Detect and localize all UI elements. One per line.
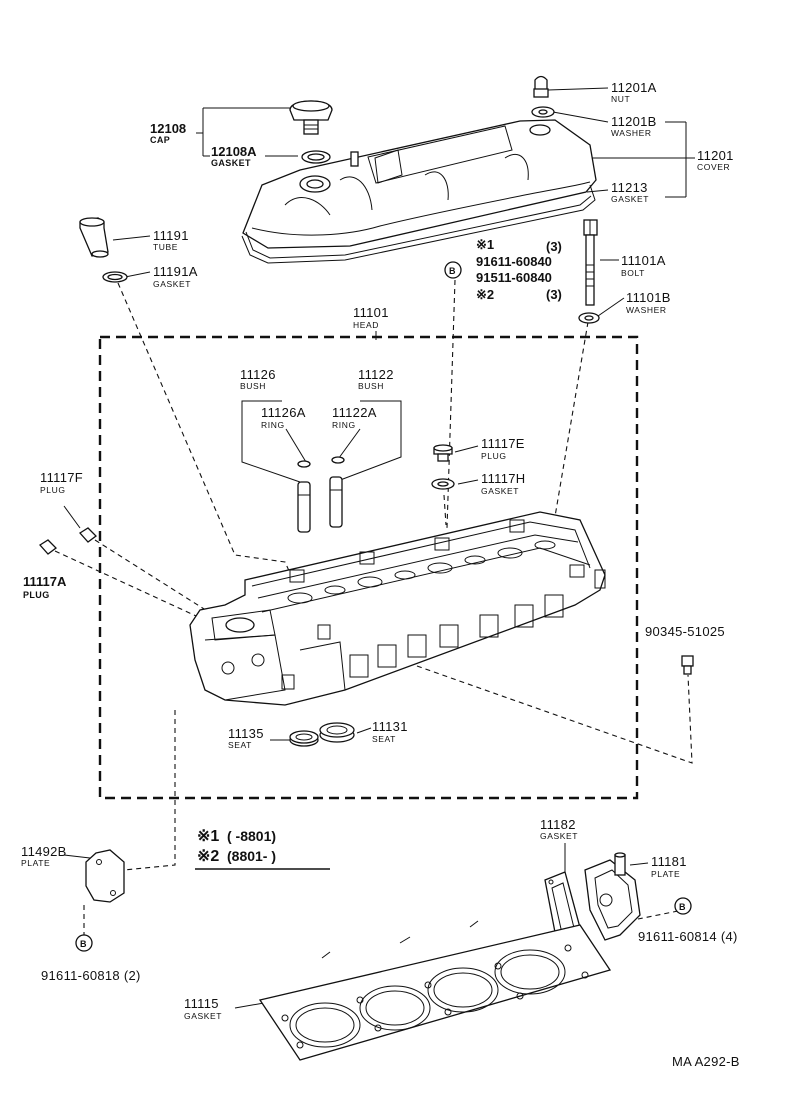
label-stud-num: 90345-51025 — [645, 624, 725, 639]
label-tube-name: TUBE — [153, 242, 178, 252]
legend-row2-range: (8801- ) — [227, 848, 276, 864]
label-head-num: 11101 — [353, 305, 389, 320]
tube-gasket — [102, 271, 128, 283]
valve-cover — [242, 119, 597, 249]
label-gasket-plate-num: 11182 — [540, 817, 576, 832]
cylinder-head — [189, 511, 606, 706]
label-gasket-cap-name: GASKET — [211, 158, 251, 168]
dashed-assembly-lines — [54, 279, 693, 935]
label-bolt-note1-mark: ※1 — [476, 237, 494, 252]
head-assembly-box — [98, 335, 639, 800]
label-plug-e-name: PLUG — [481, 451, 507, 461]
gasket-h — [431, 478, 455, 490]
label-gasket-cover-name: GASKET — [611, 194, 649, 204]
footer-code: MA A292-B — [672, 1054, 740, 1069]
cover-washer — [531, 106, 555, 118]
label-washer-cover-num: 11201B — [611, 114, 657, 129]
label-bolt-note2-mark: ※2 — [476, 287, 494, 302]
label-nut-num: 11201A — [611, 80, 657, 95]
label-cover-num: 11201 — [697, 148, 734, 163]
label-gasket-cover-num: 11213 — [611, 180, 648, 195]
svg-text:B: B — [449, 266, 456, 276]
label-bush-a-name: BUSH — [240, 381, 266, 391]
label-tube-num: 11191 — [153, 228, 189, 243]
valve-cover-gasket — [241, 184, 596, 264]
label-cap-name: CAP — [150, 135, 170, 145]
plug-a — [39, 539, 57, 555]
b-marker-plate: B — [75, 934, 93, 952]
cylinder-head-gasket — [258, 920, 612, 1061]
label-plate-b-num: 11492B — [21, 844, 67, 859]
valve-rings — [297, 456, 345, 468]
label-bush-b-num: 11122 — [358, 367, 394, 382]
label-gasket-h-name: GASKET — [481, 486, 519, 496]
label-gasket-tube-num: 11191A — [153, 264, 198, 279]
label-plate-rear-name: PLATE — [651, 869, 680, 879]
label-nut-name: NUT — [611, 94, 630, 104]
valve-seat-exhaust — [289, 730, 319, 747]
legend-row1-mark: ※1 — [197, 828, 219, 845]
rear-plate — [584, 852, 641, 941]
label-seat-b-num: 11131 — [372, 719, 408, 734]
label-plug-a-num: 11117A — [23, 574, 67, 589]
label-gasket-tube-name: GASKET — [153, 279, 191, 289]
label-seat-b-name: SEAT — [372, 734, 396, 744]
label-plug-a-name: PLUG — [23, 590, 50, 600]
valve-guide-bushes — [297, 476, 343, 533]
label-head-gasket-num: 11115 — [184, 996, 219, 1011]
cover-nut — [533, 75, 549, 98]
label-ring-a-name: RING — [261, 420, 285, 430]
label-bolt-part-a: 91611-60840 — [476, 254, 552, 269]
label-bolt-note1-qty: (3) — [546, 239, 562, 254]
oil-filler-cap — [289, 100, 333, 164]
label-plate-rear-num: 11181 — [651, 854, 687, 869]
label-bolt-name: BOLT — [621, 268, 645, 278]
label-ring-b-name: RING — [332, 420, 356, 430]
label-seat-a-name: SEAT — [228, 740, 252, 750]
label-ring-b-num: 11122A — [332, 405, 377, 420]
plug-e — [433, 444, 453, 462]
label-bush-a-num: 11126 — [240, 367, 276, 382]
label-washer-bolt-name: WASHER — [626, 305, 667, 315]
legend-row2-mark: ※2 — [197, 848, 219, 865]
svg-text:B: B — [679, 902, 686, 912]
label-bush-b-name: BUSH — [358, 381, 384, 391]
leader-lines — [63, 87, 695, 1009]
label-plate-bolt: 91611-60818 (2) — [41, 968, 141, 983]
label-head-gasket-name: GASKET — [184, 1011, 222, 1021]
label-gasket-plate-name: GASKET — [540, 831, 578, 841]
plate-11492b — [85, 849, 125, 903]
label-washer-cover-name: WASHER — [611, 128, 652, 138]
head-bolt — [583, 219, 598, 306]
label-plug-f-name: PLUG — [40, 485, 66, 495]
bolt-washer — [578, 312, 600, 324]
label-cap-num: 12108 — [150, 121, 186, 136]
label-gasket-h-num: 11117H — [481, 471, 525, 486]
label-plate-b-name: PLATE — [21, 858, 50, 868]
stud-bolt — [681, 655, 694, 675]
label-plate-rear-bolt: 91611-60814 (4) — [638, 929, 738, 944]
ventilation-tube — [79, 217, 109, 258]
label-bolt-part-b: 91511-60840 — [476, 270, 552, 285]
legend-row1-range: ( -8801) — [227, 828, 276, 844]
plug-f — [79, 527, 97, 543]
valve-seat-intake — [319, 722, 355, 743]
label-washer-bolt-num: 11101B — [626, 290, 671, 305]
label-gasket-cap-num: 12108A — [211, 144, 257, 159]
label-bolt-note2-qty: (3) — [546, 287, 562, 302]
b-marker-rear-plate: B — [674, 897, 692, 915]
label-seat-a-num: 11135 — [228, 726, 264, 741]
b-marker-bolt: B — [444, 261, 462, 279]
label-plug-f-num: 11117F — [40, 470, 83, 485]
label-head-name: HEAD — [353, 320, 379, 330]
label-plug-e-num: 11117E — [481, 436, 525, 451]
label-cover-name: COVER — [697, 162, 730, 172]
label-ring-a-num: 11126A — [261, 405, 306, 420]
svg-text:B: B — [80, 939, 87, 949]
label-bolt-num: 11101A — [621, 253, 666, 268]
